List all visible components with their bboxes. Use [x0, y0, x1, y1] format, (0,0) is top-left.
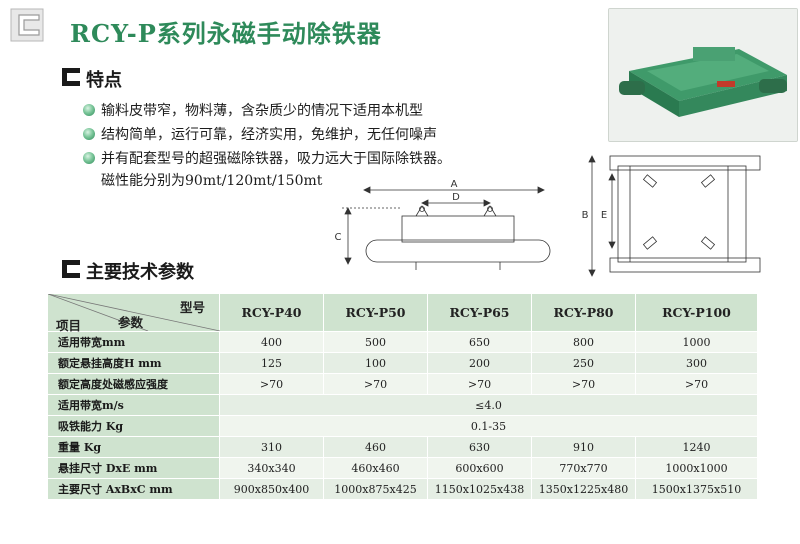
feature-item: 并有配套型号的超强磁除铁器，吸力远大于国际除铁器。	[101, 151, 451, 167]
table-cell: 340x340	[219, 457, 324, 479]
row-label: 适用带宽m/s	[47, 394, 220, 416]
table-cell: 200	[427, 352, 532, 374]
feature-extra-line: 磁性能分别为90mt/120mt/150mt	[101, 173, 323, 189]
table-row: 主要尺寸 AxBxC mm 900x850x400 1000x875x425 1…	[47, 478, 758, 500]
model-header: RCY-P65	[427, 293, 532, 332]
dimension-label-b: B	[582, 210, 589, 221]
diagonal-lines	[48, 294, 220, 331]
dimension-label-d: D	[452, 192, 460, 203]
row-label: 主要尺寸 AxBxC mm	[47, 478, 220, 500]
specs-heading: 主要技术参数	[86, 262, 194, 283]
table-cell-span: ≤4.0	[219, 394, 758, 416]
table-cell: 900x850x400	[219, 478, 324, 500]
table-cell: 310	[219, 436, 324, 458]
spec-table: 型号 参数 项目 RCY-P40 RCY-P50 RCY-P65 RCY-P80…	[47, 293, 758, 500]
table-row: 适用带宽m/s ≤4.0	[47, 394, 758, 416]
table-cell: 800	[531, 331, 636, 353]
table-cell: 1350x1225x480	[531, 478, 636, 500]
table-cell: 400	[219, 331, 324, 353]
table-cell: 500	[323, 331, 428, 353]
table-cell: 650	[427, 331, 532, 353]
row-label: 额定悬挂高度H mm	[47, 352, 220, 374]
section-marker-icon	[62, 68, 80, 86]
table-cell: 1150x1025x438	[427, 478, 532, 500]
table-cell: >70	[219, 373, 324, 395]
table-cell: >70	[427, 373, 532, 395]
table-row: 额定悬挂高度H mm 125 100 200 250 300	[47, 352, 758, 374]
table-cell: 250	[531, 352, 636, 374]
features-heading: 特点	[86, 70, 122, 91]
model-header: RCY-P80	[531, 293, 636, 332]
table-row: 适用带宽mm 400 500 650 800 1000	[47, 331, 758, 353]
dimension-label-e: E	[601, 210, 607, 221]
table-cell-span: 0.1-35	[219, 415, 758, 437]
row-label: 适用带宽mm	[47, 331, 220, 353]
top-view-drawing: B E	[582, 155, 761, 277]
row-label: 额定高度处磁感应强度	[47, 373, 220, 395]
table-cell: >70	[635, 373, 758, 395]
table-row: 重量 Kg 310 460 630 910 1240	[47, 436, 758, 458]
feature-item: 结构简单，运行可靠，经济实用，免维护，无任何噪声	[101, 127, 437, 143]
table-header-row: 型号 参数 项目 RCY-P40 RCY-P50 RCY-P65 RCY-P80…	[47, 293, 758, 333]
page-title: RCY-P系列永磁手动除铁器	[70, 19, 382, 48]
row-label: 重量 Kg	[47, 436, 220, 458]
table-row: 悬挂尺寸 DxE mm 340x340 460x460 600x600 770x…	[47, 457, 758, 479]
row-label: 吸铁能力 Kg	[47, 415, 220, 437]
table-cell: 910	[531, 436, 636, 458]
dimension-label-a: A	[451, 179, 458, 190]
table-row: 额定高度处磁感应强度 >70 >70 >70 >70 >70	[47, 373, 758, 395]
section-marker-icon	[62, 260, 80, 278]
table-cell: 600x600	[427, 457, 532, 479]
table-cell: 1000	[635, 331, 758, 353]
table-cell: >70	[323, 373, 428, 395]
dimension-label-c: C	[335, 232, 342, 243]
table-cell: 770x770	[531, 457, 636, 479]
table-cell: 1240	[635, 436, 758, 458]
table-cell: 1500x1375x510	[635, 478, 758, 500]
bullet-icon	[83, 128, 95, 140]
table-cell: 1000x875x425	[323, 478, 428, 500]
table-cell: 100	[323, 352, 428, 374]
table-row: 吸铁能力 Kg 0.1-35	[47, 415, 758, 437]
side-view-drawing: A D C	[335, 179, 551, 270]
row-label: 悬挂尺寸 DxE mm	[47, 457, 220, 479]
model-header: RCY-P100	[635, 293, 758, 332]
table-cell: >70	[531, 373, 636, 395]
bullet-icon	[83, 152, 95, 164]
table-cell: 630	[427, 436, 532, 458]
table-cell: 460x460	[323, 457, 428, 479]
corner-label-model: 型号	[179, 300, 205, 315]
feature-item: 输料皮带窄，物料薄，含杂质少的情况下适用本机型	[101, 103, 423, 119]
table-cell: 460	[323, 436, 428, 458]
model-header: RCY-P50	[323, 293, 428, 332]
corner-label-item: 项目	[56, 318, 82, 333]
table-cell: 300	[635, 352, 758, 374]
bullet-icon	[83, 104, 95, 116]
table-cell: 1000x1000	[635, 457, 758, 479]
table-cell: 125	[219, 352, 324, 374]
product-photo	[608, 8, 798, 142]
table-corner-cell: 型号 参数 项目	[47, 293, 220, 333]
model-header: RCY-P40	[219, 293, 324, 332]
corner-label-param: 参数	[118, 315, 144, 330]
brand-logo-icon	[10, 8, 44, 42]
